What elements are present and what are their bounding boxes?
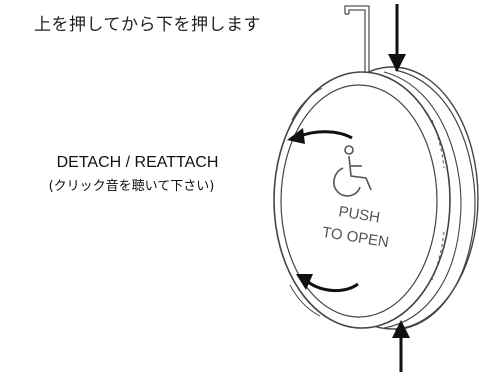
lower-rotation-arrow	[296, 274, 359, 292]
bottom-press-arrow	[392, 320, 410, 372]
press-instruction: 上を押してから下を押します	[34, 15, 261, 35]
push-label: PUSH	[337, 203, 381, 226]
click-sound-note: (クリック音を聴いて下さい)	[48, 179, 215, 194]
upper-rotation-arrow	[287, 128, 353, 144]
button-housing	[273, 66, 479, 331]
mounting-bracket	[344, 5, 370, 72]
wheelchair-icon	[333, 145, 372, 197]
top-press-arrow	[388, 4, 406, 72]
detach-reattach-label: DETACH / REATTACH	[56, 154, 219, 171]
